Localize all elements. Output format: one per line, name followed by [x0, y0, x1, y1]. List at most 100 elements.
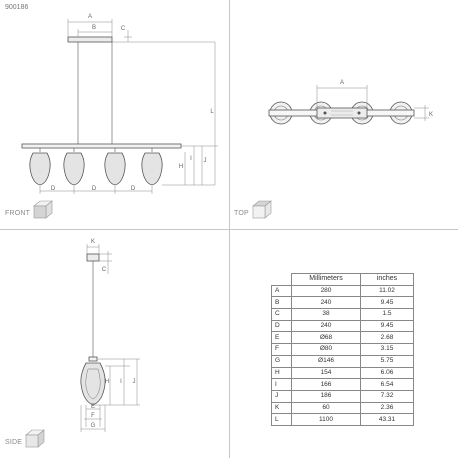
row-in: 6.06 — [360, 366, 414, 380]
row-in: 11.02 — [360, 284, 414, 298]
side-view-drawing: K C H I J E F G — [25, 239, 140, 448]
side-view-cube-icon — [25, 429, 45, 448]
table-header-key — [271, 273, 292, 286]
row-key: C — [271, 308, 292, 321]
row-key: H — [271, 366, 292, 380]
top-canopy — [316, 107, 368, 119]
product-code: 900186 — [5, 4, 29, 11]
front-dim-label-j: J — [204, 158, 207, 164]
side-dimension-lines — [80, 244, 140, 432]
row-in: 6.54 — [360, 378, 414, 391]
row-mm: 154 — [291, 366, 361, 380]
front-lamp-1 — [29, 148, 51, 186]
front-dimension-lines — [39, 19, 218, 194]
front-lamp-3 — [104, 148, 126, 186]
table-header-millimeters: Millimeters — [291, 273, 361, 286]
table-header-row: Millimeters inches — [271, 273, 414, 286]
row-mm: 280 — [291, 284, 361, 298]
front-dim-label-d1: D — [51, 186, 56, 192]
row-key: B — [271, 296, 292, 310]
side-dim-label-e: E — [91, 404, 95, 410]
top-dimension-lines — [316, 85, 429, 121]
row-key: L — [271, 413, 292, 426]
row-mm: 38 — [291, 308, 361, 321]
row-mm: 186 — [291, 389, 361, 403]
row-mm: Ø146 — [291, 354, 361, 368]
row-in: 1.5 — [360, 308, 414, 321]
front-lamp-2 — [63, 148, 85, 186]
front-dim-label-b: B — [92, 25, 96, 31]
row-mm: Ø80 — [291, 343, 361, 356]
row-key: E — [271, 331, 292, 345]
row-mm: 166 — [291, 378, 361, 391]
side-canopy — [86, 253, 100, 262]
side-lamp-inner — [85, 368, 101, 400]
row-mm: 240 — [291, 296, 361, 310]
row-mm: 60 — [291, 401, 361, 415]
side-dim-label-f: F — [91, 413, 95, 419]
row-in: 9.45 — [360, 319, 414, 333]
front-view-label: FRONT — [5, 210, 31, 217]
front-view-cube-icon — [33, 200, 53, 219]
row-in: 2.36 — [360, 401, 414, 415]
top-canopy-detail — [331, 110, 353, 116]
side-bar — [88, 356, 98, 362]
front-view-drawing: A B C L H I J D D D — [21, 14, 218, 219]
row-mm: Ø68 — [291, 331, 361, 345]
row-in: 5.75 — [360, 354, 414, 368]
row-key: A — [271, 284, 292, 298]
side-dim-label-g: G — [91, 423, 96, 429]
front-dim-label-c: C — [121, 26, 126, 32]
front-dim-label-d3: D — [131, 186, 136, 192]
front-bar — [21, 143, 182, 149]
row-in: 9.45 — [360, 296, 414, 310]
row-in: 43.31 — [360, 413, 414, 426]
top-canopy-screw-right — [357, 111, 361, 115]
row-mm: 240 — [291, 319, 361, 333]
quadrant-divider-horizontal — [0, 229, 458, 230]
front-lamp-4 — [141, 148, 163, 186]
top-view-cube-icon — [252, 200, 272, 219]
top-view-label: TOP — [234, 210, 249, 217]
top-view-drawing: A K — [252, 80, 433, 219]
row-key: D — [271, 319, 292, 333]
row-key: J — [271, 389, 292, 403]
row-in: 7.32 — [360, 389, 414, 403]
row-key: G — [271, 354, 292, 368]
side-dim-label-c: C — [102, 267, 107, 273]
row-in: 2.68 — [360, 331, 414, 345]
row-key: K — [271, 401, 292, 415]
row-mm: 1100 — [291, 413, 361, 426]
side-dim-label-j: J — [133, 379, 136, 385]
front-dim-label-a: A — [88, 14, 92, 20]
top-dim-label-k: K — [429, 112, 433, 118]
front-dim-label-l: L — [210, 109, 214, 115]
table-header-inches: inches — [360, 273, 414, 286]
side-lamp-shade — [80, 362, 106, 406]
top-dim-label-a: A — [340, 80, 344, 86]
front-dim-label-h: H — [179, 164, 183, 170]
row-key: I — [271, 378, 292, 391]
row-in: 3.15 — [360, 343, 414, 356]
row-key: F — [271, 343, 292, 356]
front-dim-label-d2: D — [92, 186, 97, 192]
top-canopy-screw-left — [323, 111, 327, 115]
side-dim-label-h: H — [105, 379, 109, 385]
front-canopy — [67, 36, 113, 43]
side-dim-label-k: K — [91, 239, 95, 245]
side-dim-label-i: I — [120, 379, 122, 385]
